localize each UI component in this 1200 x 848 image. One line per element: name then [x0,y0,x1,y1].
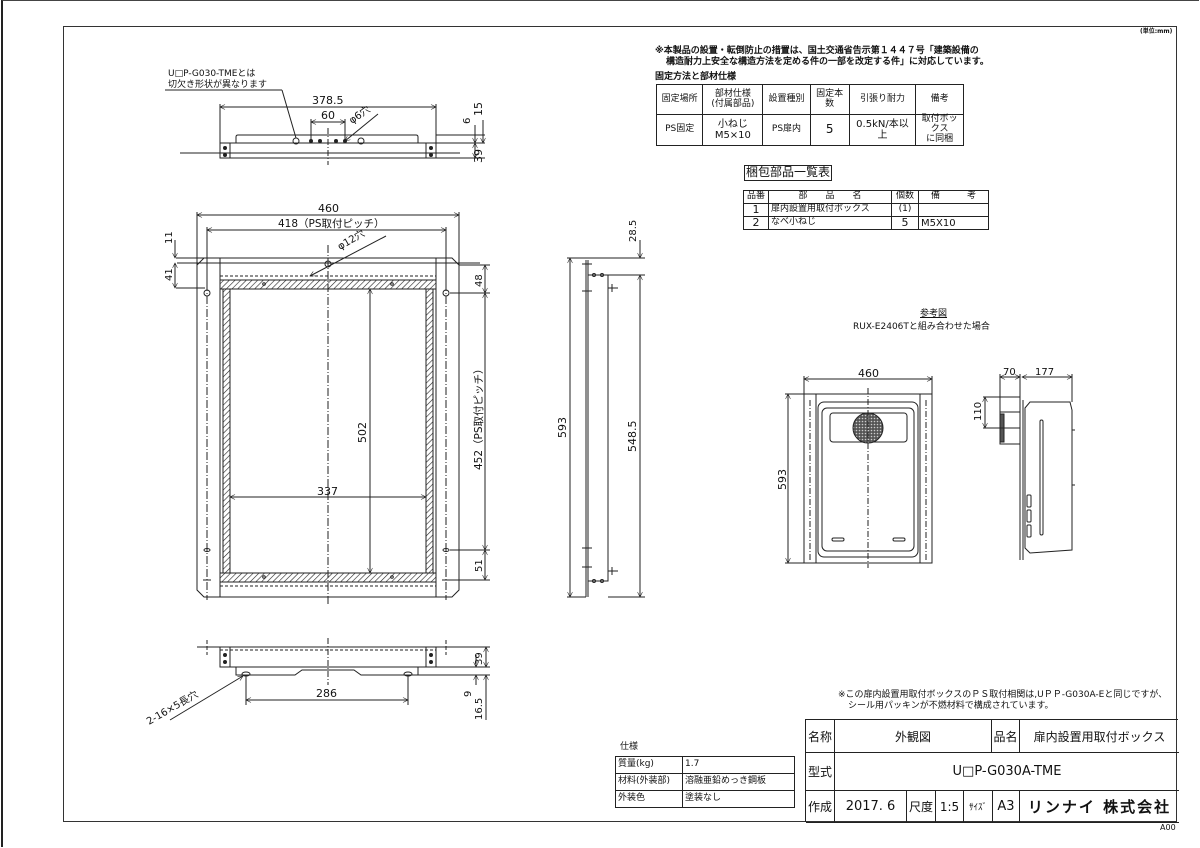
dim-top-hole: φ6穴 [346,103,372,127]
dim-top-15: 15 [472,102,485,116]
reference-subtitle: RUX-E2406Tと組み合わせた場合 [853,322,990,332]
title-scale-value: 1:5 [936,791,964,822]
fixing-cell-member: 小ねじ M5×10 [702,114,764,146]
unit-note: (単位:mm) [1140,28,1173,35]
pattern-note-line1: ※この扉内設置用取付ボックスのＰＳ取付相関は,UＰＰ-G030A-Eと同じですが… [838,690,1168,700]
reference-side-view [983,374,1075,560]
variant-note-line2: 切欠き形状が異なります [168,80,268,90]
regulation-note-line2: 構造耐力上安全な構造方法を定める件の一部を改定する件」に対応しています。 [666,57,989,67]
front-view [175,212,490,605]
title-model-value: U□P-G030A-TME [952,764,1062,779]
dim-front-460: 460 [318,202,339,215]
dim-side-548-5: 548.5 [626,421,639,453]
title-size-value: A3 [993,791,1020,822]
top-view [165,89,485,165]
fixing-cell-remarks: 取付ボックス に同梱 [915,114,964,146]
fixing-header-member: 部材仕様 (付属部品) [702,84,764,115]
dim-bottom-286: 286 [316,687,337,700]
spec-label-color: 外装色 [615,790,683,808]
title-model-label: 型式 [806,753,835,790]
spec-value-color: 塗装なし [682,790,795,808]
dim-front-418: 418（PS取付ピッチ） [278,217,385,230]
dim-top-width: 378.5 [312,94,344,107]
dim-ref-110: 110 [973,402,984,421]
fixing-cell-type: PS扉内 [762,114,811,146]
dim-bottom-39: 39 [474,652,485,665]
dim-top-pitch: 60 [321,109,335,122]
dim-ref-177: 177 [1035,367,1054,378]
drawing-frame [63,26,1177,822]
dim-front-48: 48 [474,274,485,287]
dim-front-337: 337 [317,485,338,498]
fixing-header-count: 固定本数 [809,84,850,115]
title-size-label: ｻｲｽﾞ [964,791,993,822]
reference-front-view [785,376,932,568]
dim-front-452: 452（PS取付ピッチ） [472,363,485,470]
fixing-header-location: 固定場所 [655,84,704,115]
spec-label-mass: 質量(kg) [615,756,683,774]
dim-side-593: 593 [556,417,569,438]
spec-table-caption: 仕様 [620,742,639,752]
revision-code: A00 [1160,823,1176,832]
title-name-label: 名称 [806,720,835,752]
fixing-cell-strength: 0.5kN/本以上 [848,114,917,146]
parts-row: 2 なべ小ねじ 5 M5X10 [743,216,989,231]
spec-table: 質量(kg) 1.7 材料(外装部) 溶融亜鉛めっき鋼板 外装色 塗装なし [615,756,795,808]
title-product-value: 扉内設置用取付ボックス [1033,729,1166,744]
bottom-view [169,638,490,721]
dim-ref-70: 70 [1003,367,1016,378]
dim-side-28-5: 28.5 [628,220,639,242]
dim-top-6: 6 [462,118,473,124]
title-name-value: 外観図 [835,720,992,752]
dim-bottom-slot: 2-16×5長穴 [144,688,200,728]
regulation-note-line1: ※本製品の設置・転倒防止の措置は、国土交通省告示第１４４７号「建築設備の [655,46,979,56]
title-block: 名称 外観図 品名 扉内設置用取付ボックス 型式 U□P-G030A-TME 作… [805,719,1179,823]
dim-ref-593: 593 [776,469,789,490]
variant-note-line1: U□P-G030-TMEとは [168,69,256,79]
pattern-note-line2: シール用パッキンが不燃材料で構成されています。 [848,701,1054,711]
fixing-header-strength: 引張り耐力 [848,84,917,115]
fixing-method-table: 固定場所 部材仕様 (付属部品) 設置種別 固定本数 引張り耐力 備考 PS固定… [655,84,964,146]
title-created-label: 作成 [806,791,835,822]
dim-top-39: 39 [472,149,485,163]
spec-value-material: 溶融亜鉛めっき鋼板 [682,773,795,791]
fixing-header-type: 設置種別 [762,84,811,115]
parts-row: 1 扉内設置用取付ボックス (1) [743,202,989,218]
dim-bottom-16-5: 16.5 [474,698,485,720]
fixing-header-remarks: 備考 [915,84,964,115]
dim-front-11: 11 [164,231,175,244]
title-scale-label: 尺度 [907,791,936,822]
title-created-value: 2017. 6 [835,791,907,822]
fixing-cell-count: 5 [809,114,850,146]
fixing-table-caption: 固定方法と部材仕様 [655,72,737,82]
reference-title: 参考図 [920,309,948,319]
title-product-label: 品名 [992,720,1020,752]
parts-list-caption: 梱包部品一覧表 [744,165,833,181]
side-view [567,240,645,597]
dim-front-41: 41 [164,268,175,281]
parts-list-table: 品番 部 品 名 個数 備 考 1 扉内設置用取付ボックス (1) 2 なべ小ね… [743,190,989,231]
dim-bottom-9: 9 [463,691,474,697]
dim-front-502: 502 [356,422,369,443]
fixing-cell-location: PS固定 [655,114,704,146]
company-name: リンナイ 株式会社 [1027,798,1172,816]
spec-label-material: 材料(外装部) [615,773,683,791]
spec-value-mass: 1.7 [682,756,795,774]
dim-front-51: 51 [474,559,485,572]
dim-ref-460: 460 [858,367,879,380]
